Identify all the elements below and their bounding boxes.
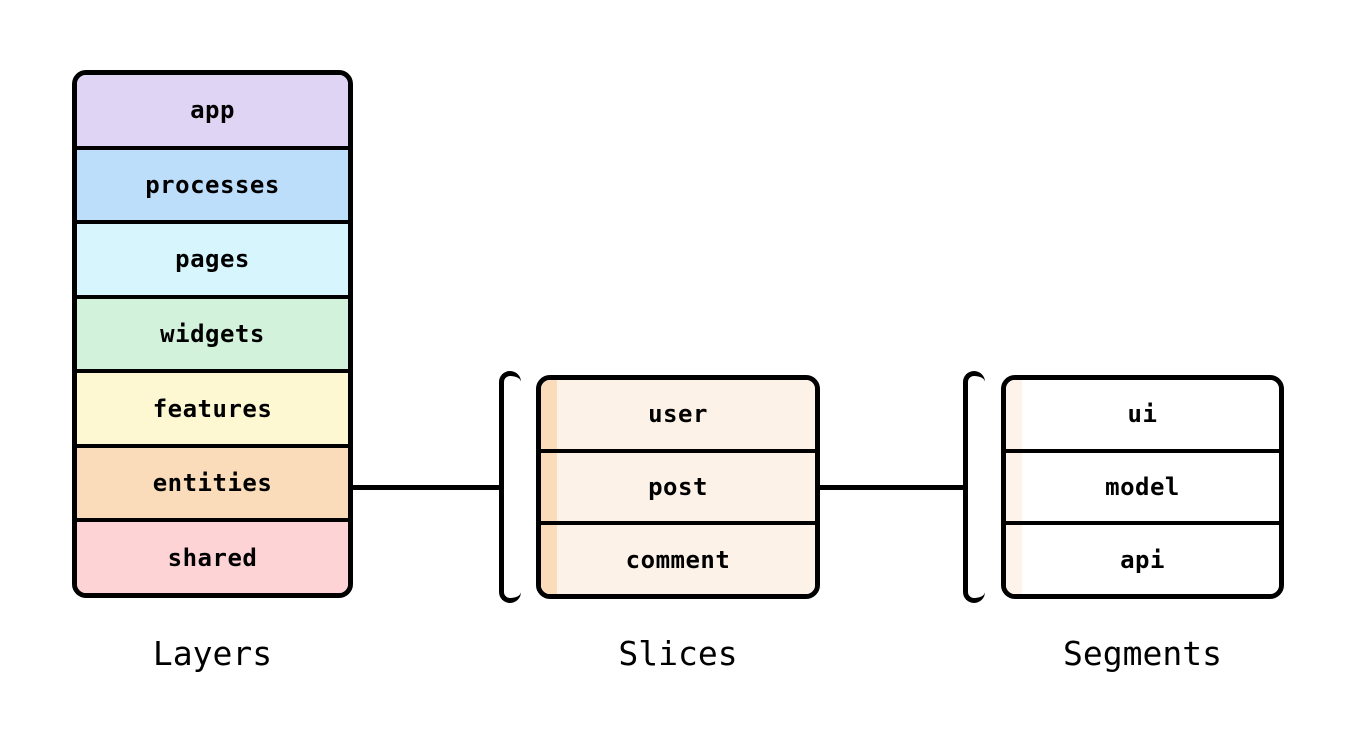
slice-row-post[interactable]: post	[541, 452, 815, 526]
layer-row-widgets[interactable]: widgets	[77, 298, 348, 374]
slices-stack: user post comment	[536, 375, 820, 599]
layer-label-widgets: widgets	[160, 320, 265, 349]
layer-row-entities[interactable]: entities	[77, 447, 348, 523]
caption-layers: Layers	[152, 634, 273, 673]
segment-row-api[interactable]: api	[1006, 525, 1279, 594]
layer-row-pages[interactable]: pages	[77, 224, 348, 299]
slice-label-comment: comment	[625, 545, 731, 574]
layer-row-processes[interactable]: processes	[77, 149, 348, 225]
slice-row-comment[interactable]: comment	[541, 525, 815, 594]
slices-bracket	[499, 371, 521, 603]
caption-slices: Slices	[618, 634, 738, 673]
layer-label-entities: entities	[152, 469, 273, 498]
segment-accent-stripe	[1006, 452, 1022, 522]
layers-stack: app processes pages widgets features ent…	[72, 70, 353, 598]
segment-label-ui: ui	[1127, 400, 1158, 429]
slice-row-user[interactable]: user	[541, 380, 815, 453]
slice-accent-stripe	[541, 525, 557, 594]
layer-row-features[interactable]: features	[77, 373, 348, 448]
slice-accent-stripe	[541, 380, 557, 449]
connector-entities-to-slices	[352, 485, 502, 490]
segment-accent-stripe	[1006, 525, 1022, 594]
segment-label-model: model	[1105, 473, 1180, 501]
layer-label-processes: processes	[145, 170, 280, 199]
layer-label-pages: pages	[175, 245, 250, 274]
layer-row-app[interactable]: app	[77, 75, 348, 150]
segment-row-model[interactable]: model	[1006, 452, 1279, 526]
layer-label-features: features	[152, 394, 273, 423]
layer-label-shared: shared	[167, 543, 258, 572]
segments-bracket	[963, 371, 985, 603]
layer-row-shared[interactable]: shared	[77, 522, 348, 593]
layer-label-app: app	[190, 96, 235, 125]
slice-label-post: post	[648, 473, 708, 501]
caption-segments: Segments	[1063, 634, 1222, 673]
segment-label-api: api	[1120, 545, 1165, 574]
slice-accent-stripe	[541, 452, 557, 522]
segment-row-ui[interactable]: ui	[1006, 380, 1279, 453]
segments-stack: ui model api	[1001, 375, 1284, 599]
connector-slices-to-segments	[818, 485, 966, 490]
slice-label-user: user	[648, 400, 708, 429]
segment-accent-stripe	[1006, 380, 1022, 449]
